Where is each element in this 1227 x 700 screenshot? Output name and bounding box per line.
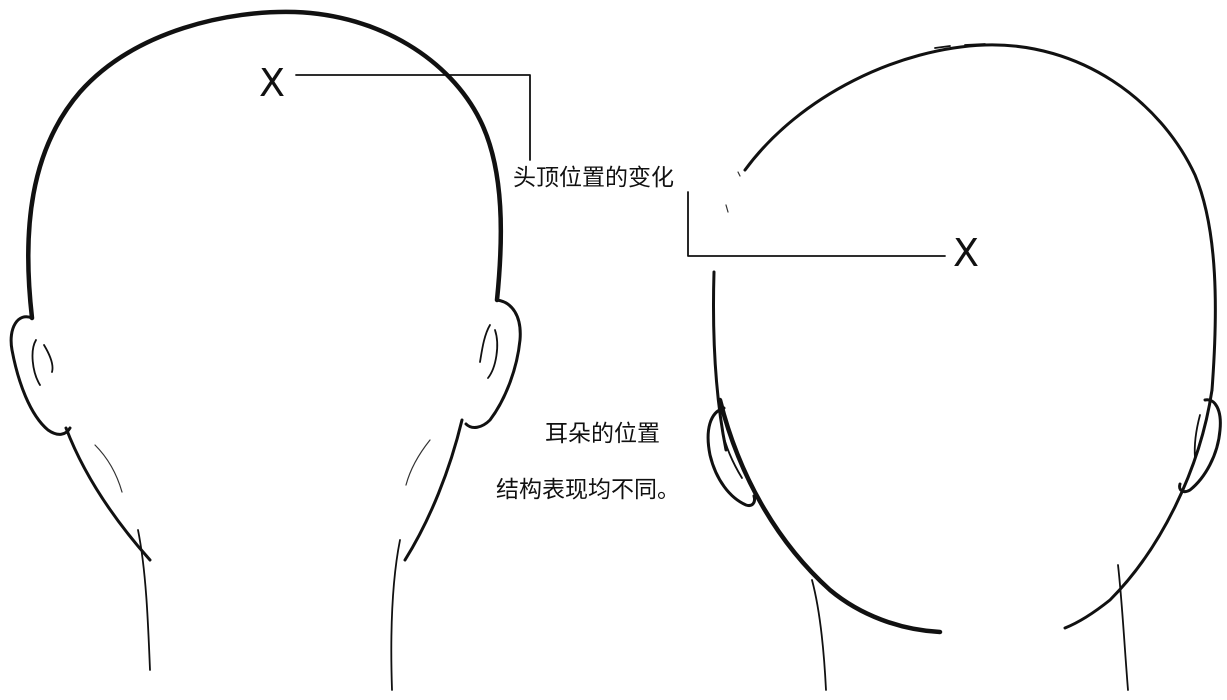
right-head-left-ear-inner — [721, 429, 743, 479]
right-head-outline-upper — [743, 43, 1217, 392]
left-head-left-ear-inner — [31, 339, 54, 386]
right-head-right-ear-inner — [1193, 414, 1201, 459]
left-head-neck-left-inner — [137, 529, 151, 671]
crown-leader-line-left — [295, 74, 531, 161]
right-head-outline-lower — [717, 397, 943, 635]
right-head-stray-marks — [725, 171, 741, 213]
left-crown-marker: X — [259, 61, 285, 105]
right-head-right-ear — [1178, 398, 1222, 494]
right-head-neck-left — [811, 579, 827, 691]
left-head-right-ear — [464, 298, 522, 429]
left-head-jaw-hint — [94, 439, 431, 493]
left-head-outline — [26, 9, 504, 321]
left-head-right-ear-inner — [479, 324, 499, 379]
crown-position-label: 头顶位置的变化 — [513, 165, 674, 191]
right-head-outline-broken-top — [934, 43, 986, 49]
left-head-neck-left-outer — [64, 426, 152, 562]
ear-position-label-line2: 结构表现均不同。 — [496, 477, 680, 503]
right-head-left-ear — [706, 406, 756, 507]
left-head-neck-right-inner — [390, 539, 401, 691]
right-head-tilted-view — [706, 43, 1222, 691]
ear-position-label-line1: 耳朵的位置 — [545, 421, 660, 447]
right-head-neck-right — [1117, 564, 1129, 691]
left-head-neck-right-outer — [403, 418, 464, 562]
left-head-back-view — [9, 9, 522, 691]
crown-leader-line-right — [687, 191, 946, 257]
right-head-outline-lower-right — [1063, 388, 1214, 630]
left-head-left-ear — [9, 315, 72, 436]
right-crown-marker: X — [953, 231, 979, 275]
right-head-outline-left — [712, 270, 728, 452]
